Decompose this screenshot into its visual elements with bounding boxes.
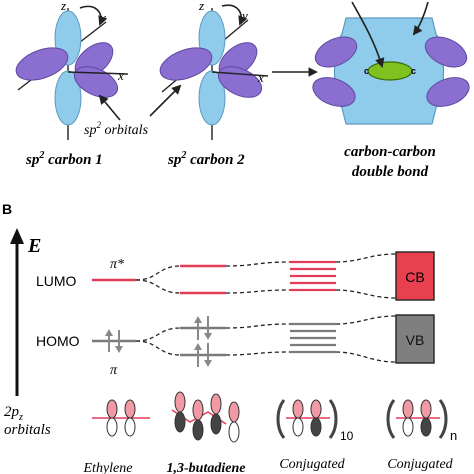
- carbon-atom-right: c: [411, 66, 416, 76]
- double-bond-diagram: c c: [312, 1, 470, 125]
- butadiene-electrons: [194, 316, 212, 367]
- subscript-10: 10: [340, 429, 354, 443]
- sp2-lobe-left: [15, 47, 69, 81]
- butadiene-label: 1,3-butadiene: [167, 461, 246, 474]
- sp2-carbon-1-diagram: z y x: [15, 0, 129, 140]
- ethylene-label: Ethylene: [83, 461, 133, 474]
- ethylene-pz-orbitals: [92, 399, 150, 437]
- sp2-orbitals-callout: sp2 orbitals: [84, 84, 182, 138]
- vb-label: VB: [406, 332, 425, 348]
- pi-label: π: [110, 363, 118, 378]
- sp2-lobe-right-lower: [426, 77, 470, 107]
- axis-x-label: x: [257, 70, 264, 85]
- sp2-carbon-1-label: sp2 carbon 1: [25, 150, 103, 168]
- subscript-n: n: [450, 428, 457, 443]
- sp2-orbitals-label: sp2 orbitals: [84, 120, 149, 138]
- connector-lines: [225, 261, 291, 356]
- sp2-carbon-2-diagram: z y x: [159, 0, 269, 140]
- p-orbital-lower-lobe: [198, 70, 226, 126]
- x-axis-line: [211, 71, 269, 77]
- 2pz-label-line2: orbitals: [4, 422, 51, 438]
- butadiene-pz-orbitals: [171, 391, 240, 443]
- lumo-label: LUMO: [36, 273, 77, 289]
- cb-label: CB: [405, 269, 424, 285]
- homo-label: HOMO: [36, 333, 80, 349]
- conduction-band: [395, 251, 435, 301]
- energy-axis-label: E: [27, 235, 41, 257]
- connector-lines: [335, 253, 397, 363]
- sigma-bond: [367, 61, 413, 81]
- pointer-arrow: [412, 1, 429, 36]
- energy-axis-arrowhead: [10, 228, 24, 244]
- oligomer-lumo-manifold: [290, 260, 336, 292]
- oligomer-homo-manifold: [290, 322, 336, 354]
- conjugated-10-pz-orbitals: [276, 399, 338, 439]
- carbon-atom-left: c: [364, 66, 369, 76]
- conjugated-10-label: Conjugated: [279, 457, 345, 472]
- valence-band: [395, 314, 435, 364]
- curved-arrow: [221, 4, 248, 26]
- pi-star-label: π*: [110, 257, 124, 272]
- axis-z-label: z: [198, 0, 204, 13]
- x-axis-line: [67, 71, 129, 75]
- conjugated-n-label: Conjugated: [387, 457, 453, 472]
- axis-z-label: z: [60, 0, 66, 13]
- curved-arrow: [79, 5, 108, 26]
- 2pz-label-line1: 2pz: [4, 404, 23, 423]
- panel-b-letter: B: [2, 201, 12, 217]
- sp2-carbon-2-label: sp2 carbon 2: [167, 150, 245, 168]
- sp2-lobe-left-lower: [312, 77, 356, 107]
- sp2-lobe-left-upper: [314, 36, 358, 68]
- connector-lines: [135, 265, 181, 356]
- double-bond-label-line2: double bond: [352, 164, 429, 180]
- axis-x-label: x: [117, 68, 124, 83]
- pointer-arrow: [351, 1, 385, 68]
- conjugated-n-pz-orbitals: [386, 399, 448, 439]
- p-orbital-lower-lobe: [54, 70, 82, 126]
- double-bond-label-line1: carbon-carbon: [344, 144, 436, 160]
- sp2-lobe-left: [159, 47, 213, 81]
- sp2-lobe-right-upper: [424, 36, 468, 68]
